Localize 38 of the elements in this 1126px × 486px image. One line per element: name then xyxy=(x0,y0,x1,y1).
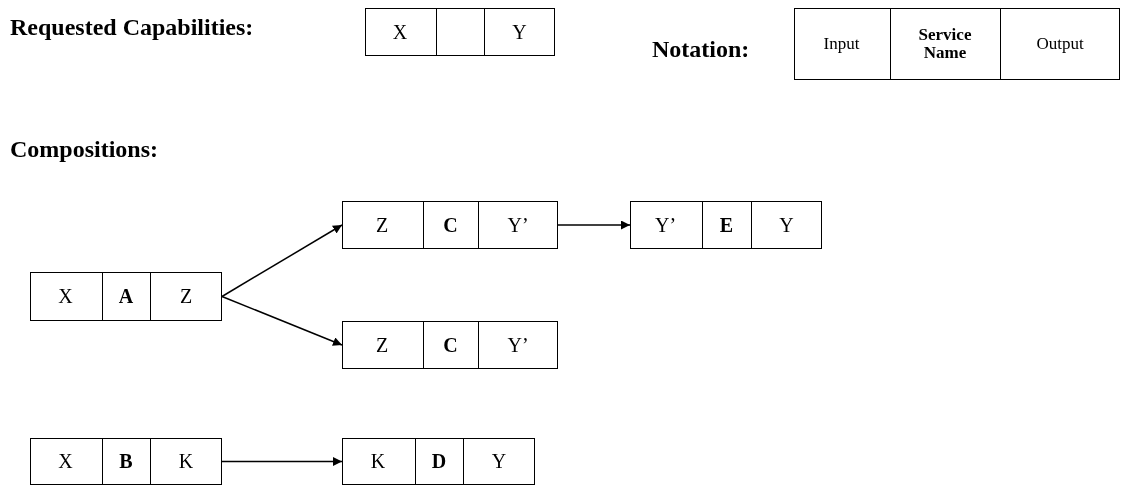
service-field: K xyxy=(341,439,415,484)
service-field: B xyxy=(101,439,150,484)
service-field: Y xyxy=(483,9,555,55)
service-field: Y xyxy=(750,202,822,248)
arrow xyxy=(221,295,343,346)
service-box xyxy=(30,438,222,485)
service-box xyxy=(342,438,535,485)
service-field: X xyxy=(364,9,436,55)
service-box xyxy=(342,321,558,369)
service-field: X xyxy=(29,273,102,320)
service-field: Z xyxy=(341,322,423,368)
service-field: A xyxy=(101,273,150,320)
service-field: Y’ xyxy=(629,202,702,248)
service-field: C xyxy=(422,322,478,368)
service-box xyxy=(342,201,558,249)
service-field: Service Name xyxy=(889,9,1000,79)
service-field: Z xyxy=(341,202,423,248)
section-heading: Requested Capabilities: xyxy=(10,14,254,41)
arrow xyxy=(557,220,631,230)
arrow xyxy=(221,224,343,298)
service-field: C xyxy=(422,202,478,248)
service-field: K xyxy=(149,439,222,484)
service-field: Z xyxy=(149,273,222,320)
service-field: Y’ xyxy=(477,322,558,368)
service-box xyxy=(794,8,1120,80)
service-field: Output xyxy=(999,9,1120,79)
service-field: Y xyxy=(462,439,535,484)
service-field: D xyxy=(414,439,463,484)
service-field: Input xyxy=(793,9,890,79)
service-field: E xyxy=(701,202,751,248)
section-heading: Notation: xyxy=(652,36,750,63)
service-field: X xyxy=(29,439,102,484)
service-box xyxy=(365,8,555,56)
section-heading: Compositions: xyxy=(10,136,159,163)
arrow xyxy=(221,457,343,466)
service-field: Y’ xyxy=(477,202,558,248)
service-box xyxy=(630,201,822,249)
service-box xyxy=(30,272,222,321)
